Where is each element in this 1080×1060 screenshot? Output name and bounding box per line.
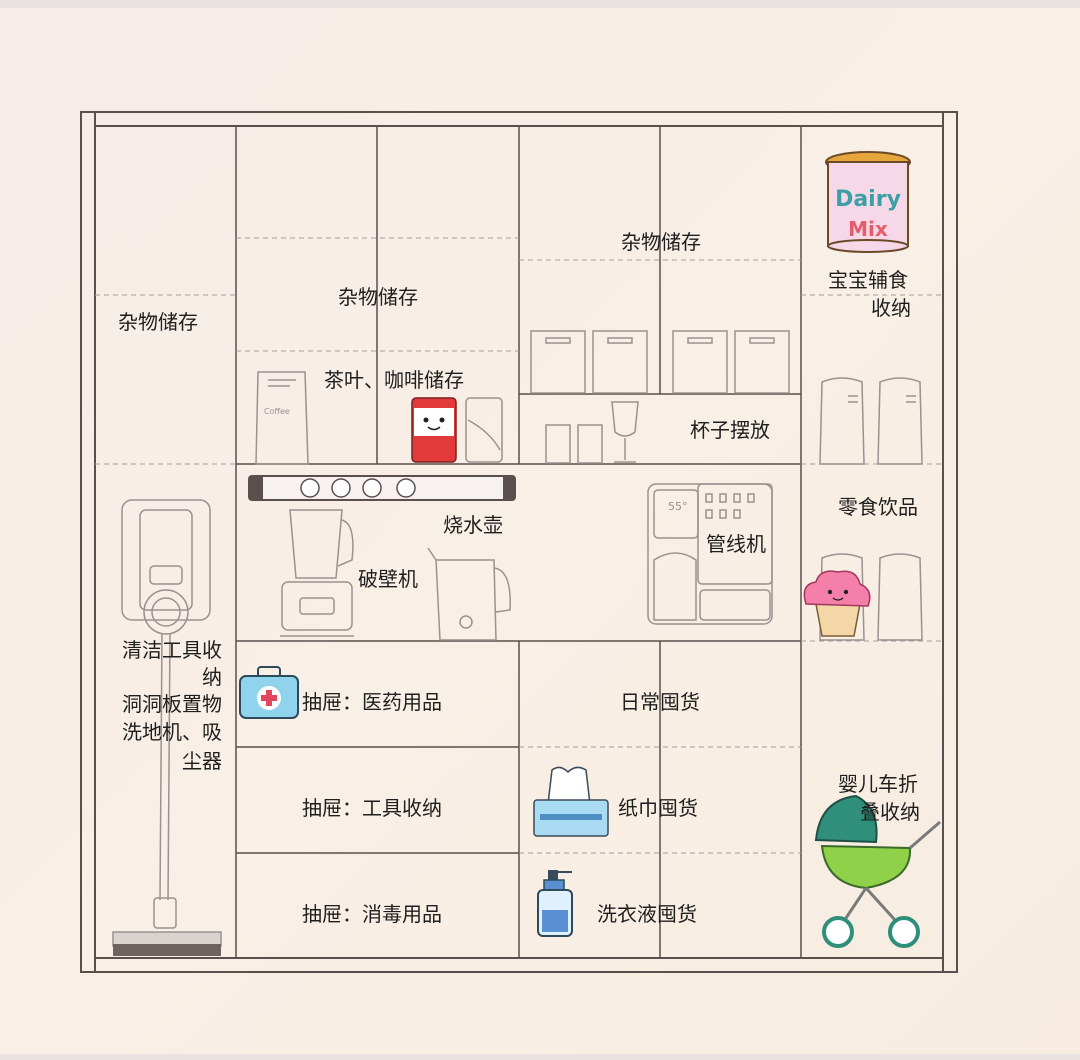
label-cleaning-1: 清洁工具收 (122, 638, 222, 662)
water-dispenser-icon: 55° (647, 483, 773, 625)
label-stroller-2: 叠收纳 (860, 800, 920, 824)
label-cleaning-2: 纳 (202, 665, 222, 689)
cups-icon (545, 401, 639, 464)
medical-kit-icon (239, 666, 299, 719)
label-tea-coffee: 茶叶、咖啡储存 (324, 368, 464, 392)
power-strip-icon (248, 475, 516, 501)
tissue-box-icon (533, 766, 609, 837)
coffee-bag-text: Coffee (264, 407, 290, 416)
label-cleaning-5: 尘器 (182, 749, 222, 773)
label-drawer-disinfect: 抽屉：消毒用品 (302, 902, 442, 926)
label-baby-food-1: 宝宝辅食 (828, 268, 908, 292)
label-pipeline: 管线机 (706, 532, 766, 556)
label-cleaning-3: 洞洞板置物 (122, 692, 222, 716)
label-cleaning-4: 洗地机、吸 (122, 720, 222, 744)
label-drawer-medicine: 抽屉：医药用品 (302, 690, 442, 714)
snack-bags-icon (819, 377, 923, 641)
label-cups: 杯子摆放 (690, 418, 770, 442)
label-kettle: 烧水壶 (443, 513, 503, 537)
water-temp-readout: 55° (668, 500, 688, 513)
label-tissue-stock: 纸巾囤货 (618, 796, 698, 820)
formula-can-text-2: Mix (848, 217, 888, 241)
bottom-strip (0, 1054, 1080, 1060)
label-misc-mid: 杂物储存 (338, 285, 418, 309)
label-detergent-stock: 洗衣液囤货 (597, 902, 697, 926)
vacuum-cleaner-icon (112, 499, 222, 956)
label-baby-food-2: 收纳 (871, 296, 911, 320)
kettle-icon (427, 547, 511, 641)
label-misc-left: 杂物储存 (118, 310, 198, 334)
red-can-icon (411, 397, 457, 463)
coffee-bag-icon: Coffee (255, 371, 309, 465)
blender-icon (280, 509, 354, 637)
label-snacks: 零食饮品 (838, 495, 918, 519)
label-misc-right: 杂物储存 (621, 230, 701, 254)
storage-boxes-icon (530, 330, 790, 394)
cupcake-icon (803, 570, 871, 637)
formula-can-text-1: Dairy (835, 187, 901, 212)
stroller-icon (814, 794, 941, 948)
label-blender: 破壁机 (358, 567, 418, 591)
formula-can-icon: Dairy Mix (825, 151, 911, 253)
top-strip (0, 0, 1080, 8)
cabinet-dividers (235, 126, 802, 958)
detergent-bottle-icon (537, 870, 573, 937)
label-drawer-tools: 抽屉：工具收纳 (302, 796, 442, 820)
label-daily-stock: 日常囤货 (620, 690, 700, 714)
label-stroller-1: 婴儿车折 (838, 772, 918, 796)
drink-can-icon (465, 397, 503, 463)
